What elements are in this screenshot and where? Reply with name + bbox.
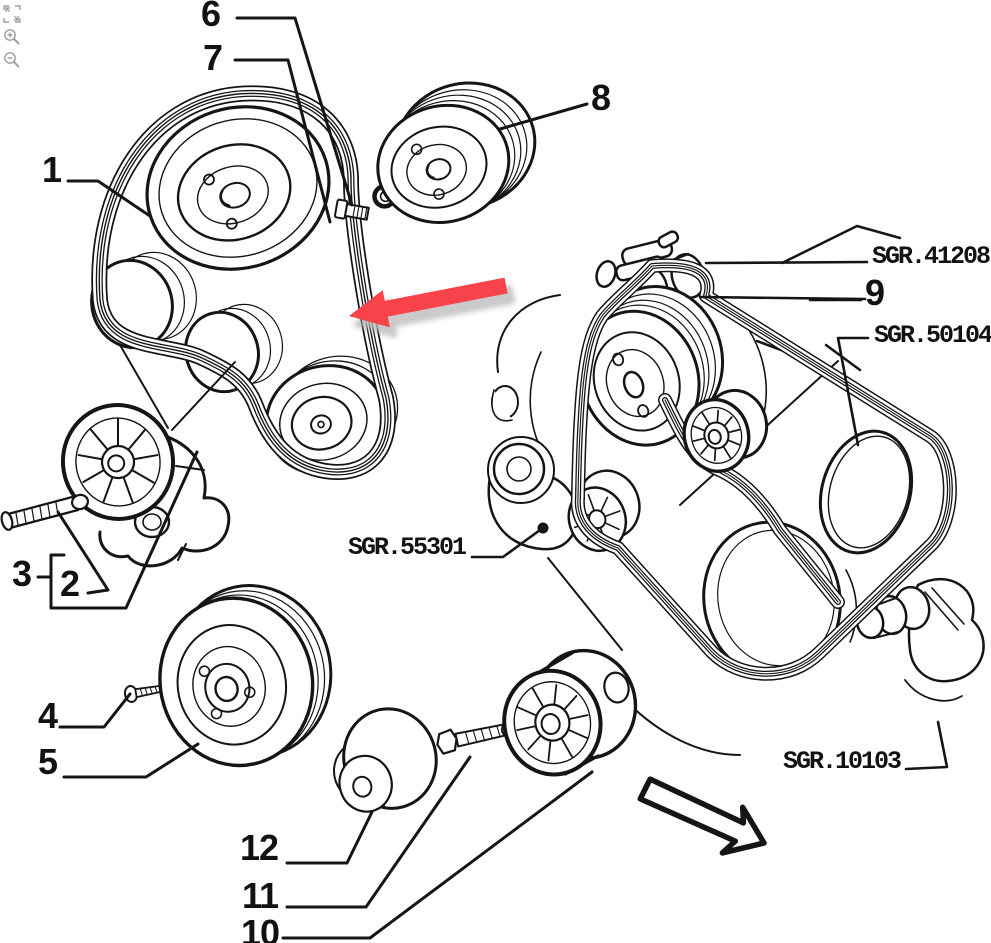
- bolt-6: [333, 198, 370, 221]
- cam-pulley: [145, 105, 331, 271]
- leader-lines: [36, 16, 949, 940]
- crank-pulley-5: [158, 584, 333, 768]
- callout-8: 8: [591, 77, 611, 118]
- direction-arrow: [637, 776, 767, 856]
- ref-code-sgr50104: SGR.50104: [874, 321, 991, 350]
- fit-to-page-icon[interactable]: [3, 5, 21, 23]
- ref-code-sgr10103: SGR.10103: [783, 747, 902, 776]
- spoked-idler-10: [502, 648, 638, 777]
- alternator-pulley: [567, 469, 641, 552]
- callout-6: 6: [201, 0, 221, 34]
- callout-10: 10: [241, 912, 280, 943]
- tensioner-assembly: [60, 403, 231, 568]
- callout-9: 9: [865, 272, 885, 313]
- callout-2: 2: [60, 563, 80, 604]
- tensioner-pulley-assembled: [682, 388, 769, 473]
- zoom-out-icon[interactable]: [3, 51, 21, 69]
- pulley-8: [376, 81, 537, 225]
- callout-1: 1: [42, 149, 62, 190]
- zoom-in-icon[interactable]: [3, 28, 21, 46]
- ref-code-sgr41208: SGR.41208: [872, 242, 991, 271]
- callout-5: 5: [38, 741, 58, 782]
- ref-code-sgr55301: SGR.55301: [348, 533, 467, 562]
- crankshaft: [845, 569, 985, 702]
- callout-4: 4: [38, 695, 58, 736]
- bolt-3: [0, 493, 90, 531]
- smooth-idler-sgr50104: [818, 429, 914, 555]
- bolt-11: [436, 723, 513, 755]
- exploded-view: [0, 81, 638, 813]
- callout-3: 3: [12, 553, 32, 594]
- callout-11: 11: [242, 875, 279, 916]
- assembled-engine-view: [487, 224, 985, 756]
- callout-7: 7: [203, 37, 223, 78]
- alternator: [487, 385, 579, 551]
- viewer-toolbar: [3, 5, 21, 69]
- callout-12: 12: [240, 827, 279, 868]
- cone-spacer-12: [333, 707, 438, 813]
- screw-4: [123, 684, 162, 703]
- highlight-arrow: [349, 277, 515, 337]
